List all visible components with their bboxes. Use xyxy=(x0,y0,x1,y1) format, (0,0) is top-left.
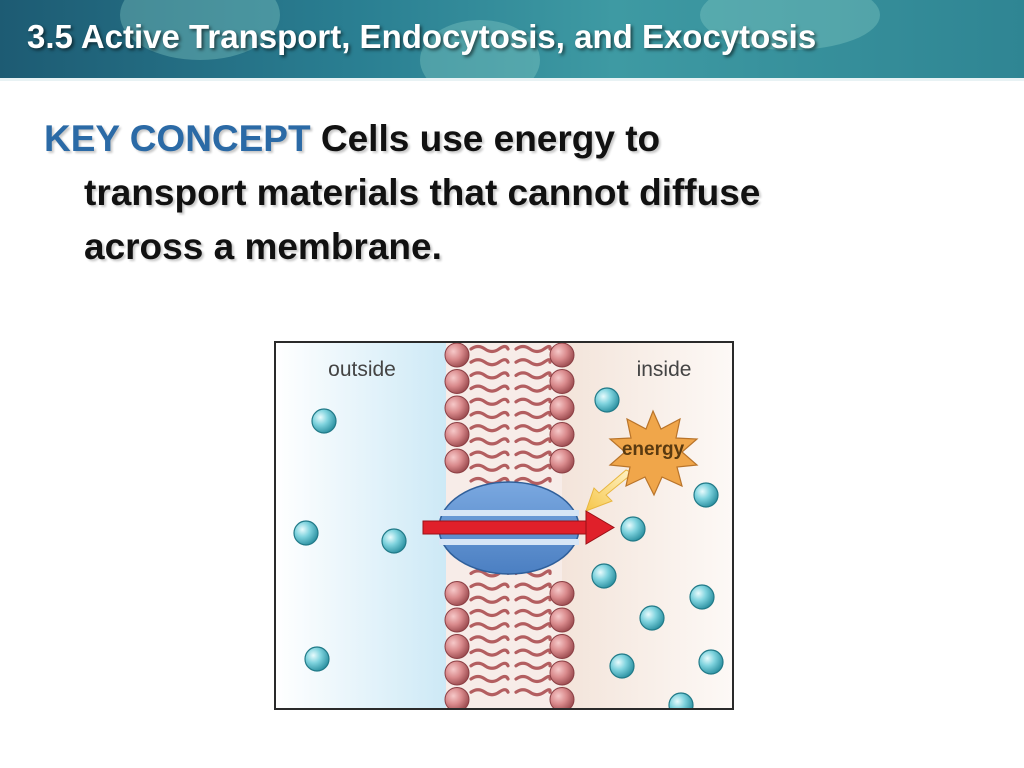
phospholipid-head xyxy=(444,422,470,447)
phospholipid-heads xyxy=(444,343,575,708)
protein-channel-bottom xyxy=(439,539,579,545)
lipid-tail xyxy=(514,595,552,604)
lipid-tail xyxy=(514,463,552,472)
lipid-tail xyxy=(514,635,552,644)
lipid-tail xyxy=(469,358,510,367)
energy-arrow xyxy=(585,469,634,512)
molecule-icon xyxy=(609,653,635,679)
molecule-icon xyxy=(293,520,319,546)
lipid-tail xyxy=(514,622,552,631)
lipid-tail xyxy=(514,424,552,433)
phospholipid-head xyxy=(444,343,470,368)
lipid-tail xyxy=(514,450,552,459)
lipid-tail xyxy=(469,371,510,380)
title-bar: 3.5 Active Transport, Endocytosis, and E… xyxy=(0,0,1024,78)
lipid-tail xyxy=(469,397,510,406)
phospholipid-head xyxy=(444,607,470,633)
phospholipid-head xyxy=(444,687,470,708)
lipid-tail xyxy=(469,450,510,459)
phospholipid-head xyxy=(444,448,470,474)
phospholipid-head xyxy=(444,660,470,686)
lipid-tail xyxy=(469,384,510,393)
molecule-icon xyxy=(594,387,620,413)
molecule-icon xyxy=(311,408,337,434)
lipid-tail xyxy=(469,622,510,631)
molecule-icon xyxy=(689,584,715,610)
phospholipid-head xyxy=(549,369,575,394)
phospholipid-head xyxy=(444,395,470,421)
molecule-icon xyxy=(698,649,724,675)
lipid-tail xyxy=(514,410,552,420)
molecules xyxy=(293,387,724,708)
key-concept-line-2: transport materials that cannot diffuse xyxy=(84,172,761,213)
lipid-tail xyxy=(514,384,552,393)
energy-burst: energy xyxy=(608,409,699,497)
membrane-diagram: energy outside inside xyxy=(276,343,732,708)
lipid-tail xyxy=(469,582,510,591)
title-bar-decoration xyxy=(420,20,540,78)
protein-channel-top xyxy=(439,510,579,516)
molecule-icon xyxy=(693,482,719,508)
lipid-tail xyxy=(514,661,552,670)
title-divider xyxy=(0,78,1024,81)
lipid-tail xyxy=(469,595,510,604)
phospholipid-head xyxy=(549,395,575,421)
lipid-tail xyxy=(469,688,510,697)
lipid-tail xyxy=(514,344,552,354)
lipid-tail xyxy=(469,344,510,354)
phospholipid-head xyxy=(549,422,575,447)
outside-label: outside xyxy=(328,358,396,381)
phospholipid-head xyxy=(549,607,575,633)
molecule-icon xyxy=(620,516,646,542)
key-concept-text: KEY CONCEPT Cells use energy to transpor… xyxy=(44,112,944,274)
lipid-tail xyxy=(469,661,510,670)
lipid-tail xyxy=(469,674,510,684)
lipid-tail xyxy=(514,397,552,406)
phospholipid-head xyxy=(549,581,575,606)
molecule-icon xyxy=(639,605,665,631)
lipid-tail xyxy=(514,437,552,446)
active-transport-figure: energy outside inside xyxy=(274,341,734,710)
lipid-tail xyxy=(514,674,552,684)
phospholipid-head xyxy=(549,660,575,686)
lipid-tail xyxy=(514,582,552,591)
phospholipid-head xyxy=(444,634,470,659)
phospholipid-head xyxy=(549,634,575,659)
slide-title: 3.5 Active Transport, Endocytosis, and E… xyxy=(27,18,817,55)
energy-label: energy xyxy=(622,439,685,460)
lipid-tails xyxy=(469,344,552,697)
lipid-tail xyxy=(469,463,510,472)
phospholipid-head xyxy=(549,343,575,368)
phospholipid-head xyxy=(444,369,470,394)
lipid-tail xyxy=(514,476,552,486)
lipid-tail xyxy=(469,608,510,618)
lipid-tail xyxy=(514,371,552,380)
key-concept-line-3: across a membrane. xyxy=(84,226,442,267)
lipid-tail xyxy=(514,608,552,618)
phospholipid-head xyxy=(549,448,575,474)
energy-star-icon xyxy=(608,409,699,497)
transport-arrow xyxy=(422,510,615,545)
lipid-tail xyxy=(469,424,510,433)
key-concept-line-1-text: Cells use energy to xyxy=(320,118,661,159)
phospholipid-head xyxy=(444,581,470,606)
molecule-icon xyxy=(304,646,330,672)
key-concept-line-1: KEY CONCEPT Cells use energy to xyxy=(44,112,944,166)
lipid-tail xyxy=(514,688,552,697)
inside-label: inside xyxy=(637,358,692,381)
lipid-tail xyxy=(514,648,552,657)
lipid-tail xyxy=(469,437,510,446)
molecule-icon xyxy=(381,528,407,554)
molecule-icon xyxy=(668,692,694,708)
lipid-tail xyxy=(469,648,510,657)
lipid-tail xyxy=(469,410,510,420)
key-concept-label: KEY CONCEPT xyxy=(44,118,311,159)
phospholipid-head xyxy=(549,687,575,708)
lipid-tail xyxy=(514,358,552,367)
lipid-tail xyxy=(469,635,510,644)
molecule-icon xyxy=(591,563,617,589)
